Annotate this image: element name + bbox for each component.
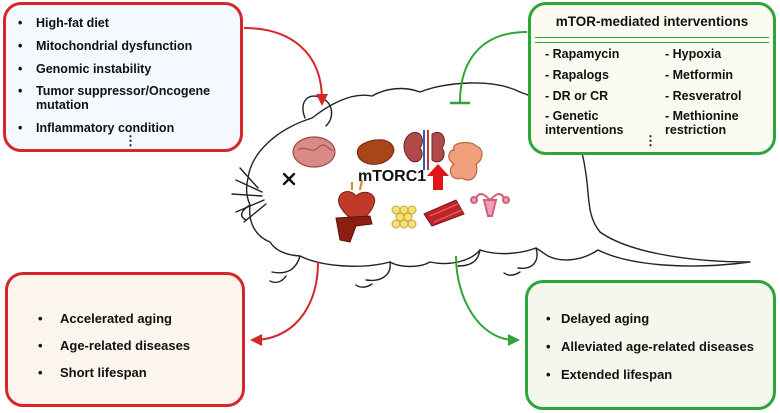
cause-text: Tumor suppressor/Oncogene mutation: [36, 84, 211, 112]
outcome-text: Age-related diseases: [60, 338, 191, 353]
mouse-whiskers: [231, 167, 267, 223]
bullet: •: [546, 367, 551, 382]
intervention-item: - Metformin: [665, 68, 734, 82]
cause-text: High-fat diet: [36, 16, 109, 30]
intervention-item: - Hypoxia: [665, 47, 722, 61]
mtorc1-label: mTORC1: [358, 168, 427, 185]
interventions-divider: [535, 37, 769, 43]
organ-icons: [292, 130, 510, 243]
intervention-item: - Rapamycin: [545, 47, 620, 61]
adipose-icon: [391, 205, 417, 229]
mouse-front-leg-2: [355, 261, 391, 288]
interventions-title: mTOR-mediated interventions: [555, 14, 749, 29]
bullet: •: [18, 16, 23, 30]
interventions-ellipsis: ⋮: [644, 133, 657, 148]
bullet: •: [546, 311, 551, 326]
muscle-icon: [423, 199, 465, 227]
intervention-item: - Resveratrol: [665, 89, 742, 103]
bullet: •: [546, 339, 551, 354]
mouse-illustration: [231, 82, 751, 288]
interventions-box: mTOR-mediated interventions - Rapamycin …: [528, 2, 776, 155]
inhibition-interventions-to-mouse: [450, 31, 528, 105]
bullet: •: [38, 365, 43, 380]
outcome-text: Short lifespan: [60, 365, 147, 380]
mtorc1-up-arrow-icon: [427, 164, 449, 190]
outcome-text: Alleviated age-related diseases: [561, 339, 754, 354]
mouse-ear-outline: [302, 95, 333, 127]
bullet: •: [18, 62, 23, 76]
bullet: •: [38, 311, 43, 326]
intervention-item: - Rapalogs: [545, 68, 609, 82]
arrow-causes-to-mouse: [243, 27, 328, 106]
bullet: •: [18, 121, 23, 135]
causes-box: • High-fat diet • Mitochondrial dysfunct…: [3, 2, 243, 152]
outcome-text: Extended lifespan: [561, 367, 673, 382]
causes-ellipsis: ⋮: [124, 133, 137, 148]
arrow-mouse-to-delayed-aging: [455, 255, 520, 346]
cause-text: Inflammatory condition: [36, 121, 175, 135]
delayed-aging-box: • Delayed aging • Alleviated age-related…: [525, 280, 776, 410]
mouse-eye-x: [282, 172, 296, 186]
outcome-text: Accelerated aging: [60, 311, 172, 326]
arrow-mouse-to-accelerated-aging: [250, 261, 319, 346]
mouse-back-leg: [503, 247, 538, 276]
cause-text: Genomic instability: [36, 62, 152, 76]
outcome-text: Delayed aging: [561, 311, 650, 326]
cause-text: Mitochondrial dysfunction: [36, 39, 193, 53]
mouse-front-leg: [269, 255, 301, 284]
bone-icon: [335, 215, 373, 243]
intervention-item: - DR or CR: [545, 89, 609, 103]
intestine-icon: [448, 141, 483, 181]
bullet: •: [18, 39, 23, 53]
kidney-icon: [403, 130, 445, 170]
mouse-back-leg-2: [457, 249, 481, 267]
intervention-item: - Genetic interventions: [545, 109, 624, 137]
intervention-item: - Methionine restriction: [665, 109, 739, 137]
brain-icon: [292, 136, 336, 168]
bullet: •: [38, 338, 43, 353]
liver-icon: [356, 139, 395, 165]
accelerated-aging-box: • Accelerated aging • Age-related diseas…: [5, 272, 245, 407]
uterus-icon: [470, 193, 510, 217]
bullet: •: [18, 84, 23, 98]
